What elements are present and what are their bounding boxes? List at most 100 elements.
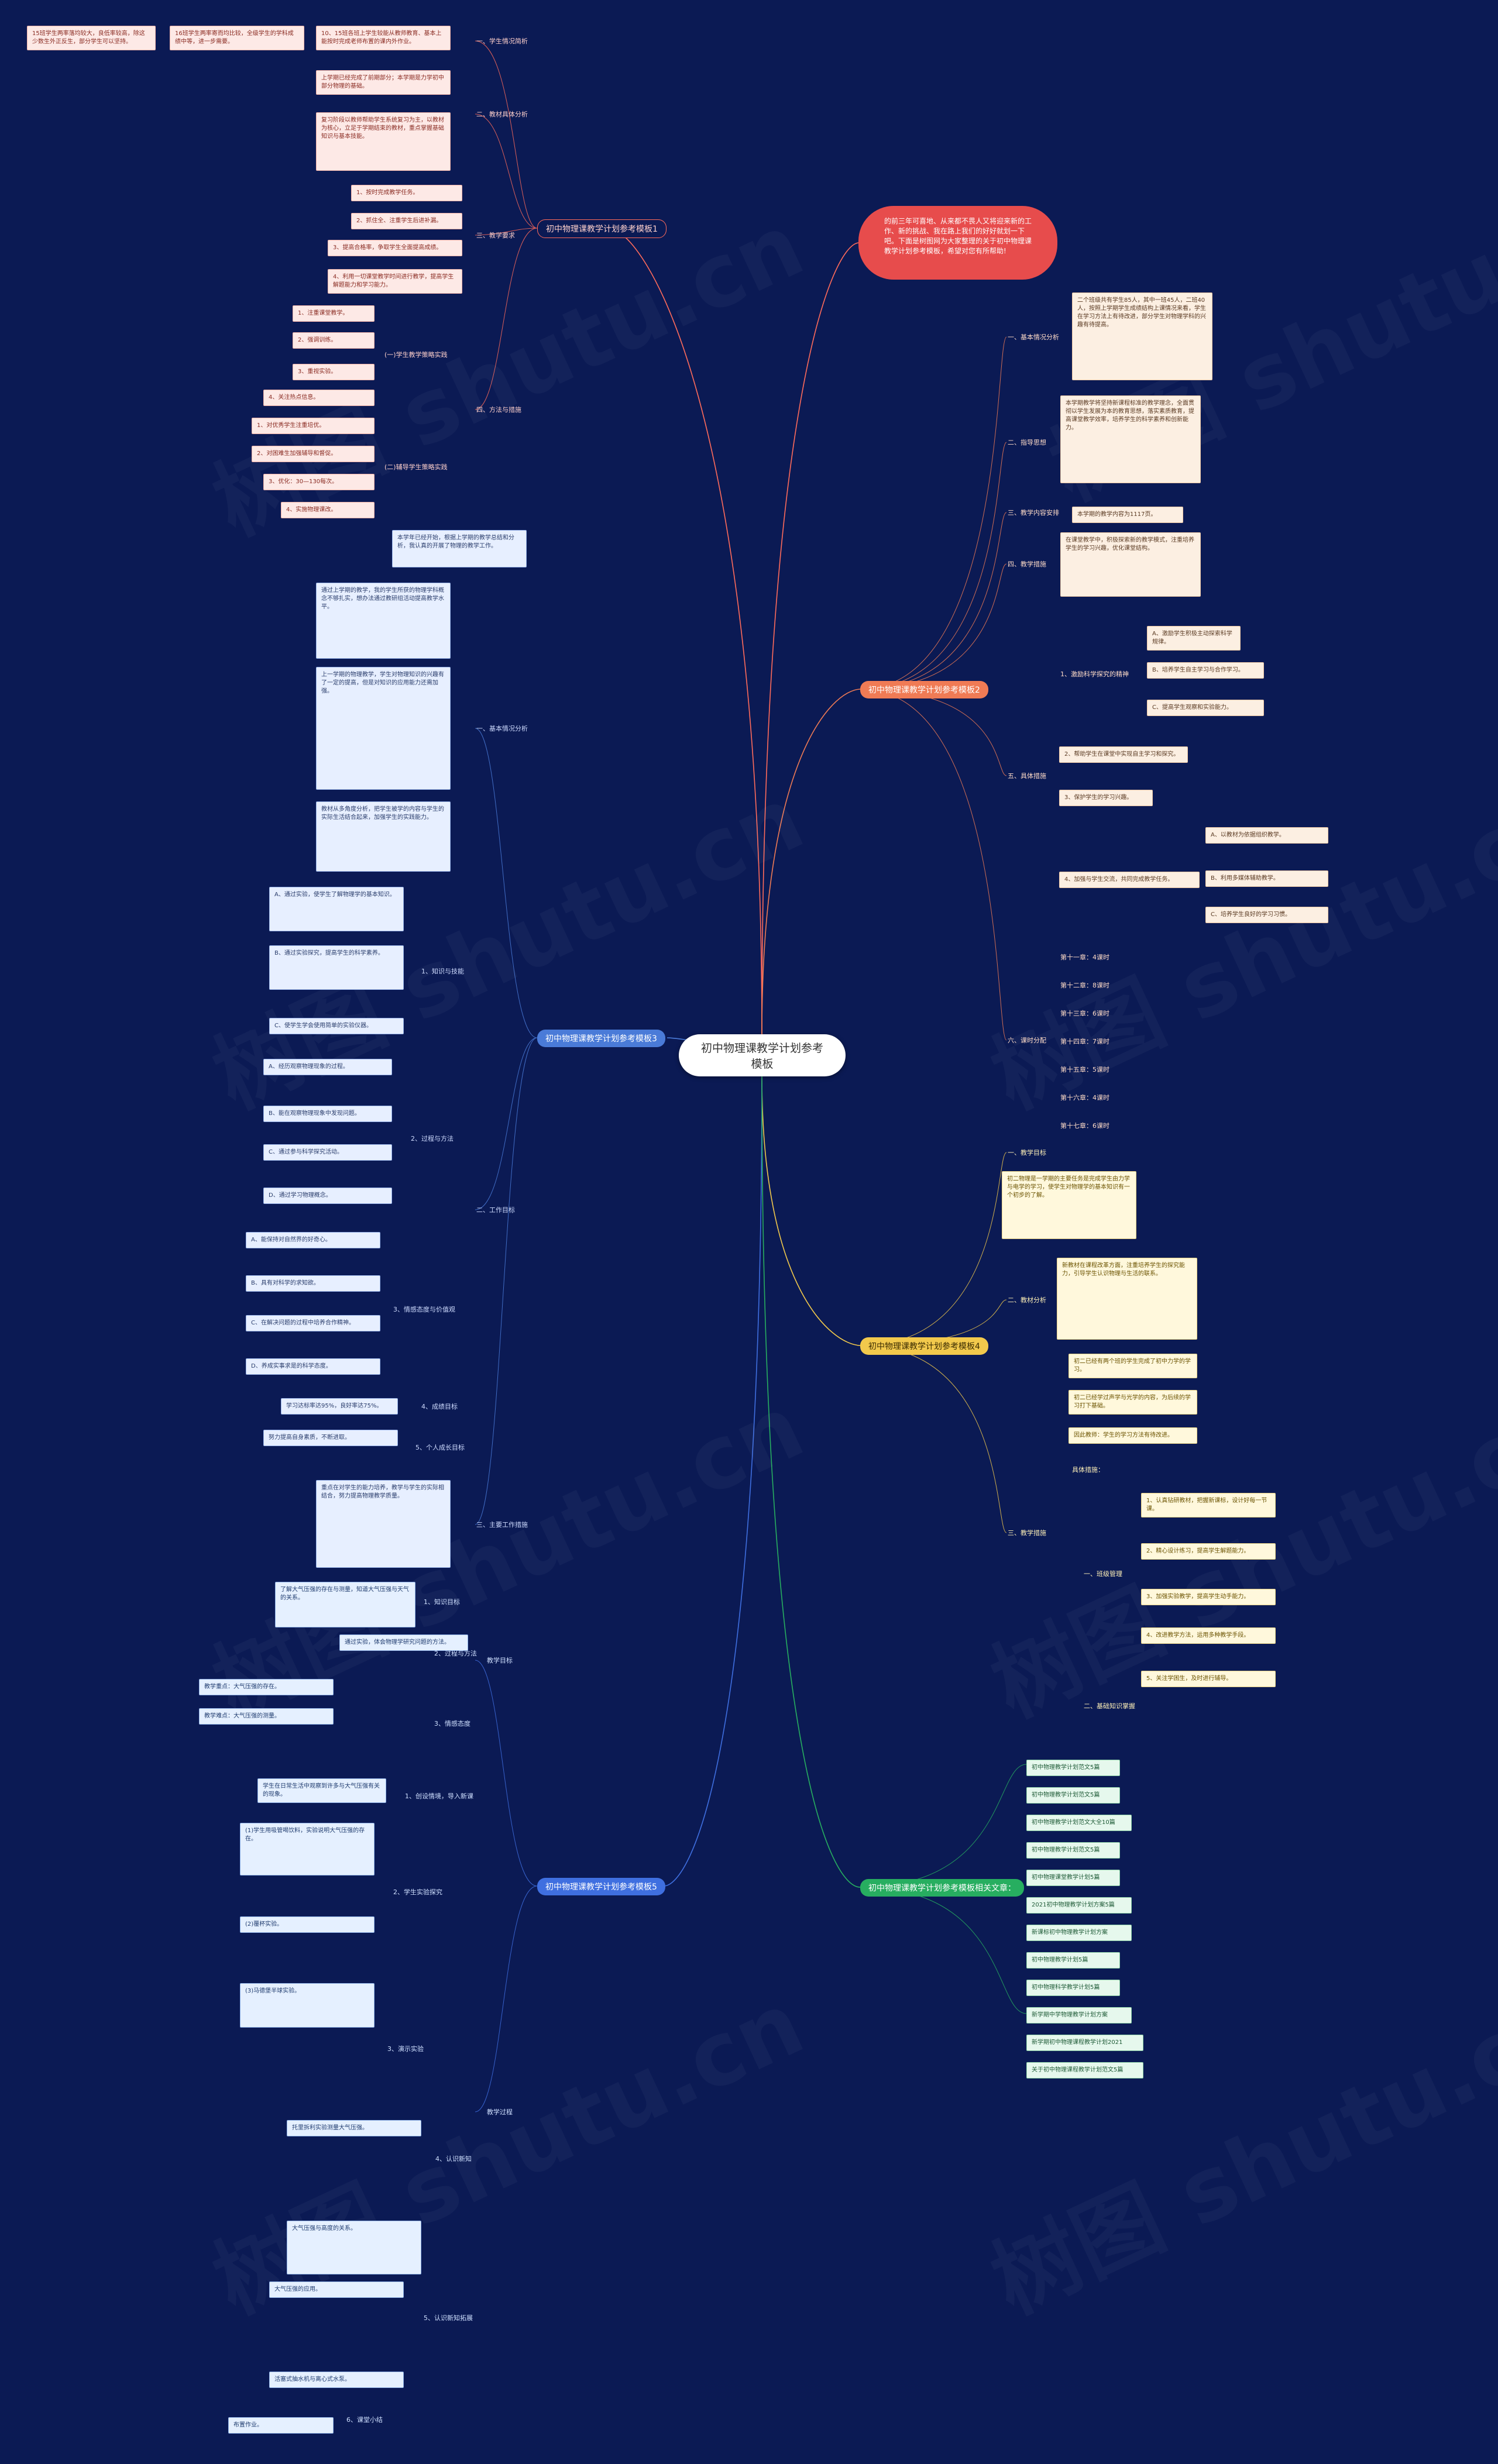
b5-text[interactable]: (1)学生用吸管喝饮料，实验说明大气压强的存在。	[240, 1823, 374, 1875]
b1-subsection[interactable]: (二)辅导学生策略实践	[384, 463, 448, 471]
related-article-link[interactable]: 初中物理教学计划范文5篇	[1026, 1842, 1120, 1859]
related-article-link[interactable]: 新学期初中物理课程教学计划2021	[1026, 2035, 1143, 2051]
intro-note[interactable]: 的前三年可喜地、从来都不畏人又将迎来新的工作、新的挑战、我在路上我们的好好就划一…	[858, 206, 1057, 280]
central-topic[interactable]: 初中物理课教学计划参考 模板	[679, 1034, 846, 1076]
b2-section[interactable]: 一、基本情况分析	[1008, 333, 1059, 341]
b5-step[interactable]: 1、创设情境，导入新课	[405, 1792, 473, 1800]
b2-hours[interactable]: 第十五章：5课时	[1060, 1066, 1109, 1073]
b2-text[interactable]: 本学期的教学内容为1117页。	[1072, 507, 1183, 523]
b2-section[interactable]: 三、教学内容安排	[1008, 509, 1059, 517]
b5-step[interactable]: 4、认识新知	[435, 2155, 472, 2163]
b1-text[interactable]: 3、优化：30—130每次。	[263, 474, 374, 490]
b1-text[interactable]: 16班学生两率寄而均比较，全级学生的学科成绩中等，进一步需要。	[170, 26, 304, 50]
b5-text[interactable]: 教学重点：大气压强的存在。	[199, 1679, 334, 1695]
b1-section[interactable]: 三、教学要求	[476, 232, 515, 239]
b3-text[interactable]: C、使学生学会使用简单的实验仪器。	[269, 1018, 404, 1034]
b2-text[interactable]: 4、加强与学生交流，共同完成教学任务。	[1059, 872, 1200, 888]
b1-text[interactable]: 4、利用一切课堂教学时间进行教学，提高学生解题能力和学习能力。	[328, 269, 462, 294]
b3-text[interactable]: C、通过参与科学探究活动。	[263, 1144, 392, 1161]
b3-text[interactable]: B、具有对科学的求知欲。	[246, 1275, 380, 1292]
b5-section[interactable]: 教学目标	[487, 1657, 513, 1664]
branch-template-5[interactable]: 初中物理课教学计划参考模板5	[537, 1878, 665, 1895]
b5-text[interactable]: 大气压强的应用。	[269, 2281, 404, 2298]
b1-text[interactable]: 1、注重课堂教学。	[293, 305, 374, 322]
b1-text[interactable]: 10、15班各班上学生较能从教师教育、基本上能按时完成老师布置的课内外作业。	[316, 26, 451, 50]
b5-text[interactable]: 通过实验，体会物理学研究问题的方法。	[339, 1634, 468, 1651]
b5-text[interactable]: 布置作业。	[228, 2417, 334, 2434]
b4-section[interactable]: 三、教学措施	[1008, 1529, 1046, 1537]
branch-related-articles[interactable]: 初中物理课教学计划参考模板相关文章：	[860, 1879, 1024, 1897]
b3-text[interactable]: 努力提高自身素质，不断进取。	[263, 1430, 398, 1446]
b5-text[interactable]: 教学难点：大气压强的测量。	[199, 1708, 334, 1725]
b5-goal[interactable]: 3、情感态度	[434, 1720, 470, 1727]
related-article-link[interactable]: 新课标初中物理教学计划方案	[1026, 1925, 1132, 1941]
b5-goal[interactable]: 1、知识目标	[424, 1598, 460, 1606]
b5-step[interactable]: 3、演示实验	[387, 2045, 424, 2053]
b3-text[interactable]: D、通过学习物理概念。	[263, 1188, 392, 1204]
b4-label[interactable]: 具体措施：	[1072, 1466, 1104, 1474]
b3-goal[interactable]: 1、知识与技能	[421, 968, 464, 975]
b3-text[interactable]: 教材从多角度分析，把学生被学的内容与学生的实际生活结合起来，加强学生的实践能力。	[316, 801, 451, 872]
b5-section[interactable]: 教学过程	[487, 2108, 513, 2116]
related-article-link[interactable]: 初中物理教学计划范文5篇	[1026, 1760, 1120, 1776]
b5-text[interactable]: (3)马德堡半球实验。	[240, 1983, 374, 2028]
b2-hours[interactable]: 第十三章：6课时	[1060, 1010, 1109, 1017]
b5-text[interactable]: 了解大气压强的存在与测量，知道大气压强与天气的关系。	[275, 1582, 415, 1627]
b1-text[interactable]: 1、按时完成教学任务。	[351, 185, 462, 201]
b1-text[interactable]: 2、抓住全、注重学生后进补漏。	[351, 213, 462, 229]
b4-text[interactable]: 初二已经学过声学与光学的内容，为后续的学习打下基础。	[1068, 1390, 1197, 1415]
b2-text[interactable]: A、激励学生积极主动探索科学规律。	[1147, 626, 1241, 651]
b4-text[interactable]: 3、加强实验教学，提高学生动手能力。	[1141, 1589, 1276, 1605]
b2-text[interactable]: A、以教材为依据组织教学。	[1205, 827, 1328, 844]
b3-section[interactable]: 三、主要工作措施	[476, 1521, 528, 1529]
b3-text[interactable]: B、通过实验探究，提高学生的科学素养。	[269, 945, 404, 990]
b1-text[interactable]: 15班学生两率落均较大，良低率较高，除这少数生外正反生，部分学生可以坚持。	[27, 26, 156, 50]
b3-goal[interactable]: 3、情感态度与价值观	[393, 1306, 455, 1313]
branch-template-1[interactable]: 初中物理课教学计划参考模板1	[537, 219, 666, 238]
related-article-link[interactable]: 初中物理教学计划范文5篇	[1026, 1787, 1120, 1804]
branch-template-3[interactable]: 初中物理课教学计划参考模板3	[537, 1030, 665, 1047]
b2-section[interactable]: 五、具体措施	[1008, 772, 1046, 780]
b4-text[interactable]: 5、关注学困生，及时进行辅导。	[1141, 1671, 1276, 1687]
b2-hours[interactable]: 第十七章：6课时	[1060, 1122, 1109, 1130]
b3-text[interactable]: 重点在对学生的能力培养，教学与学生的实际相结合，努力提高物理教学质量。	[316, 1480, 451, 1568]
b5-text[interactable]: (2)覆杯实验。	[240, 1916, 374, 1933]
b2-text[interactable]: B、培养学生自主学习与合作学习。	[1147, 662, 1264, 679]
b3-text[interactable]: 通过上学期的教学，我的学生所获的物理学科概念不够扎实，想办法通过教研组活动提高教…	[316, 583, 451, 659]
b4-text[interactable]: 2、精心设计练习，提高学生解题能力。	[1141, 1543, 1276, 1560]
b4-section[interactable]: 一、教学目标	[1008, 1149, 1046, 1157]
b3-text[interactable]: C、在解决问题的过程中培养合作精神。	[246, 1315, 380, 1331]
b2-section[interactable]: 四、教学措施	[1008, 560, 1046, 568]
b2-hours[interactable]: 第十四章：7课时	[1060, 1038, 1109, 1045]
b3-text[interactable]: A、经历观察物理现象的过程。	[263, 1059, 392, 1075]
b1-text[interactable]: 复习阶段以教师帮助学生系统复习为主，以教材为核心，立足于学期结束的教材，重点掌握…	[316, 112, 451, 171]
b3-text[interactable]: A、通过实验，使学生了解物理学的基本知识。	[269, 887, 404, 931]
related-article-link[interactable]: 新学期中学物理教学计划方案	[1026, 2007, 1132, 2023]
b1-section[interactable]: 四、方法与措施	[476, 406, 521, 414]
b4-section[interactable]: 二、教材分析	[1008, 1296, 1046, 1304]
b1-text[interactable]: 1、对优秀学生注重培优。	[252, 418, 374, 434]
related-article-link[interactable]: 初中物理科学教学计划5篇	[1026, 1980, 1120, 1996]
b1-text[interactable]: 4、关注热点信息。	[263, 390, 374, 406]
branch-template-2[interactable]: 初中物理课教学计划参考模板2	[860, 681, 988, 698]
b4-text[interactable]: 初二物理是一学期的主要任务是完成学生由力学与电学的学习，使学生对物理学的基本知识…	[1002, 1171, 1136, 1239]
b3-text[interactable]: 学习达标率达95%，良好率达75%。	[281, 1398, 398, 1415]
b1-text[interactable]: 3、提高合格率，争取学生全面提高成绩。	[328, 240, 462, 256]
related-article-link[interactable]: 初中物理课堂教学计划5篇	[1026, 1870, 1120, 1886]
b5-step[interactable]: 5、认识新知拓展	[424, 2314, 473, 2322]
b3-section[interactable]: 一、基本情况分析	[476, 725, 528, 732]
b4-text[interactable]: 新教材在课程改革方面，注重培养学生的探究能力，引导学生认识物理与生活的联系。	[1057, 1258, 1197, 1340]
b5-step[interactable]: 2、学生实验探究	[393, 1888, 442, 1896]
b3-goal[interactable]: 4、成绩目标	[421, 1403, 458, 1410]
related-article-link[interactable]: 2021初中物理教学计划方案5篇	[1026, 1897, 1132, 1914]
b2-hours[interactable]: 第十一章：4课时	[1060, 954, 1109, 961]
b3-text[interactable]: B、能在观察物理现象中发现问题。	[263, 1106, 392, 1122]
b2-subsection[interactable]: 1、激励科学探究的精神	[1060, 670, 1129, 678]
b1-text[interactable]: 上学期已经完成了前期部分；本学期是力学初中部分物理的基础。	[316, 70, 451, 95]
b2-section[interactable]: 二、指导思想	[1008, 439, 1046, 446]
b2-section[interactable]: 六、课时分配	[1008, 1037, 1046, 1044]
b2-text[interactable]: 2、帮助学生在课堂中实现自主学习和探究。	[1059, 746, 1188, 763]
b4-text[interactable]: 4、改进教学方法，运用多种教学手段。	[1141, 1627, 1276, 1644]
b2-text[interactable]: 本学期教学将坚持新课程标准的教学理念，全面贯彻以学生发展为本的教育思想，落实素质…	[1060, 395, 1201, 483]
related-article-link[interactable]: 关于初中物理课程教学计划范文5篇	[1026, 2062, 1143, 2078]
